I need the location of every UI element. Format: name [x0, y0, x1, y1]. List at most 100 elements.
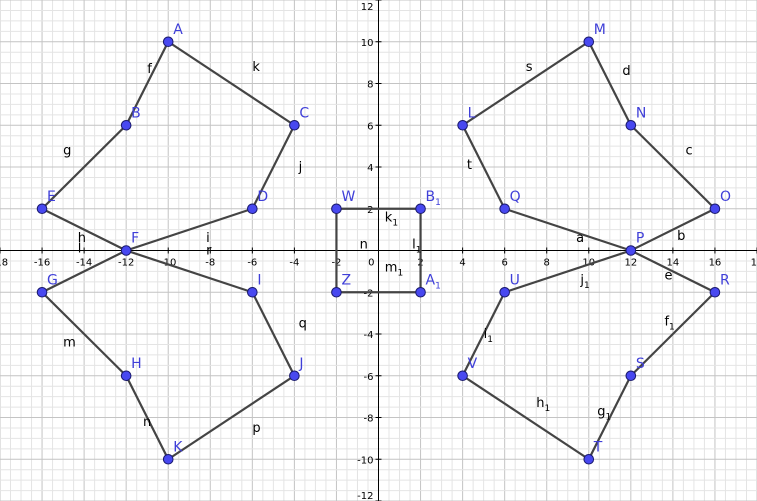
x-tick-label: 8	[544, 258, 550, 269]
segment-h[interactable]	[40, 207, 128, 252]
point-I[interactable]	[247, 286, 258, 298]
point-label-V: V	[468, 356, 478, 372]
segments	[40, 40, 717, 461]
point-label-T: T	[593, 439, 603, 455]
point-label-B: B	[131, 105, 141, 121]
y-tick-label: -8	[364, 414, 374, 425]
x-tick-label: -16	[34, 258, 50, 269]
point-K[interactable]	[162, 453, 174, 465]
point-O[interactable]	[709, 203, 721, 215]
segment-label-l1: l1	[412, 237, 421, 255]
point-M[interactable]	[583, 36, 595, 48]
point-U[interactable]	[499, 286, 510, 298]
point-Z[interactable]	[331, 286, 342, 298]
point-L[interactable]	[457, 119, 468, 131]
x-tick-label: -14	[76, 258, 92, 269]
point-G[interactable]	[36, 286, 48, 298]
point-label-M: M	[594, 22, 606, 38]
segment-label-k: k	[252, 60, 260, 75]
segment-label-e: e	[664, 269, 672, 284]
point-C[interactable]	[289, 119, 300, 131]
point-V[interactable]	[457, 370, 468, 382]
point-N[interactable]	[625, 119, 637, 131]
y-tick-label: 4	[367, 163, 373, 174]
point-label-L: L	[468, 105, 476, 121]
segment-n[interactable]	[125, 374, 170, 461]
segment-m[interactable]	[40, 291, 128, 377]
segment-q[interactable]	[251, 291, 296, 377]
segment-j1[interactable]	[503, 249, 632, 294]
point-E[interactable]	[36, 203, 48, 215]
segment-label-i: i	[206, 231, 210, 246]
point-H[interactable]	[120, 370, 132, 382]
segment-c[interactable]	[629, 124, 717, 210]
segment-p[interactable]	[167, 374, 296, 461]
x-tick-label: 18	[751, 258, 757, 269]
segment-label-g1: g1	[597, 404, 611, 422]
point-A1[interactable]	[415, 286, 426, 298]
segment-label-d: d	[622, 64, 630, 79]
segment-label-p: p	[252, 421, 260, 436]
point-label-U: U	[510, 272, 520, 288]
point-S[interactable]	[625, 370, 637, 382]
segment-k[interactable]	[167, 40, 296, 127]
point-label-D: D	[257, 189, 268, 205]
segment-h1[interactable]	[461, 374, 590, 461]
segment-label-j: j	[298, 160, 303, 175]
x-tick-label: -18	[0, 258, 8, 269]
y-tick-label: -4	[364, 330, 374, 341]
point-label-Q: Q	[510, 189, 521, 205]
x-tick-label: 10	[582, 258, 595, 269]
segment-label-c: c	[686, 143, 693, 158]
segment-d[interactable]	[587, 40, 632, 127]
segment-f[interactable]	[125, 40, 170, 127]
x-tick-label: 6	[501, 258, 507, 269]
x-tick-label: -12	[118, 258, 134, 269]
point-label-Z: Z	[341, 272, 351, 288]
point-B[interactable]	[120, 119, 132, 131]
segment-b[interactable]	[629, 207, 717, 252]
segment-f1[interactable]	[629, 291, 717, 377]
segment-g1[interactable]	[587, 374, 632, 461]
segment-s[interactable]	[461, 40, 590, 127]
y-tick-label: 12	[361, 2, 374, 13]
point-label-A1: A1	[426, 272, 441, 291]
point-label-R: R	[720, 272, 730, 288]
points	[36, 36, 721, 465]
point-label-P: P	[636, 231, 644, 247]
point-P[interactable]	[625, 245, 637, 256]
segment-l[interactable]	[40, 249, 128, 294]
segment-label-h1: h1	[536, 396, 550, 414]
point-J[interactable]	[289, 370, 300, 382]
segment-i[interactable]	[125, 207, 254, 252]
point-label-C: C	[299, 105, 309, 121]
point-label-E: E	[47, 189, 56, 205]
point-T[interactable]	[583, 453, 595, 465]
x-tick-label: 16	[709, 258, 722, 269]
x-tick-label: -8	[205, 258, 215, 269]
point-label-S: S	[636, 356, 645, 372]
point-R[interactable]	[709, 286, 721, 298]
point-A[interactable]	[162, 36, 174, 48]
segment-j[interactable]	[251, 124, 296, 210]
point-label-N: N	[636, 105, 646, 121]
point-label-W: W	[341, 189, 355, 205]
segment-label-m1: m1	[385, 260, 403, 278]
segment-t[interactable]	[461, 124, 506, 210]
point-B1[interactable]	[415, 203, 426, 215]
point-F[interactable]	[120, 245, 132, 256]
point-W[interactable]	[331, 203, 342, 215]
segment-r[interactable]	[125, 249, 254, 294]
segment-g[interactable]	[40, 124, 128, 210]
point-label-J: J	[298, 356, 303, 372]
segment-e[interactable]	[629, 249, 717, 294]
segment-label-s: s	[526, 60, 533, 75]
segment-i1[interactable]	[461, 291, 506, 377]
point-Q[interactable]	[499, 203, 510, 215]
point-label-A: A	[173, 22, 183, 38]
point-D[interactable]	[247, 203, 258, 215]
segment-label-b: b	[677, 229, 685, 244]
segment-a[interactable]	[503, 207, 632, 252]
